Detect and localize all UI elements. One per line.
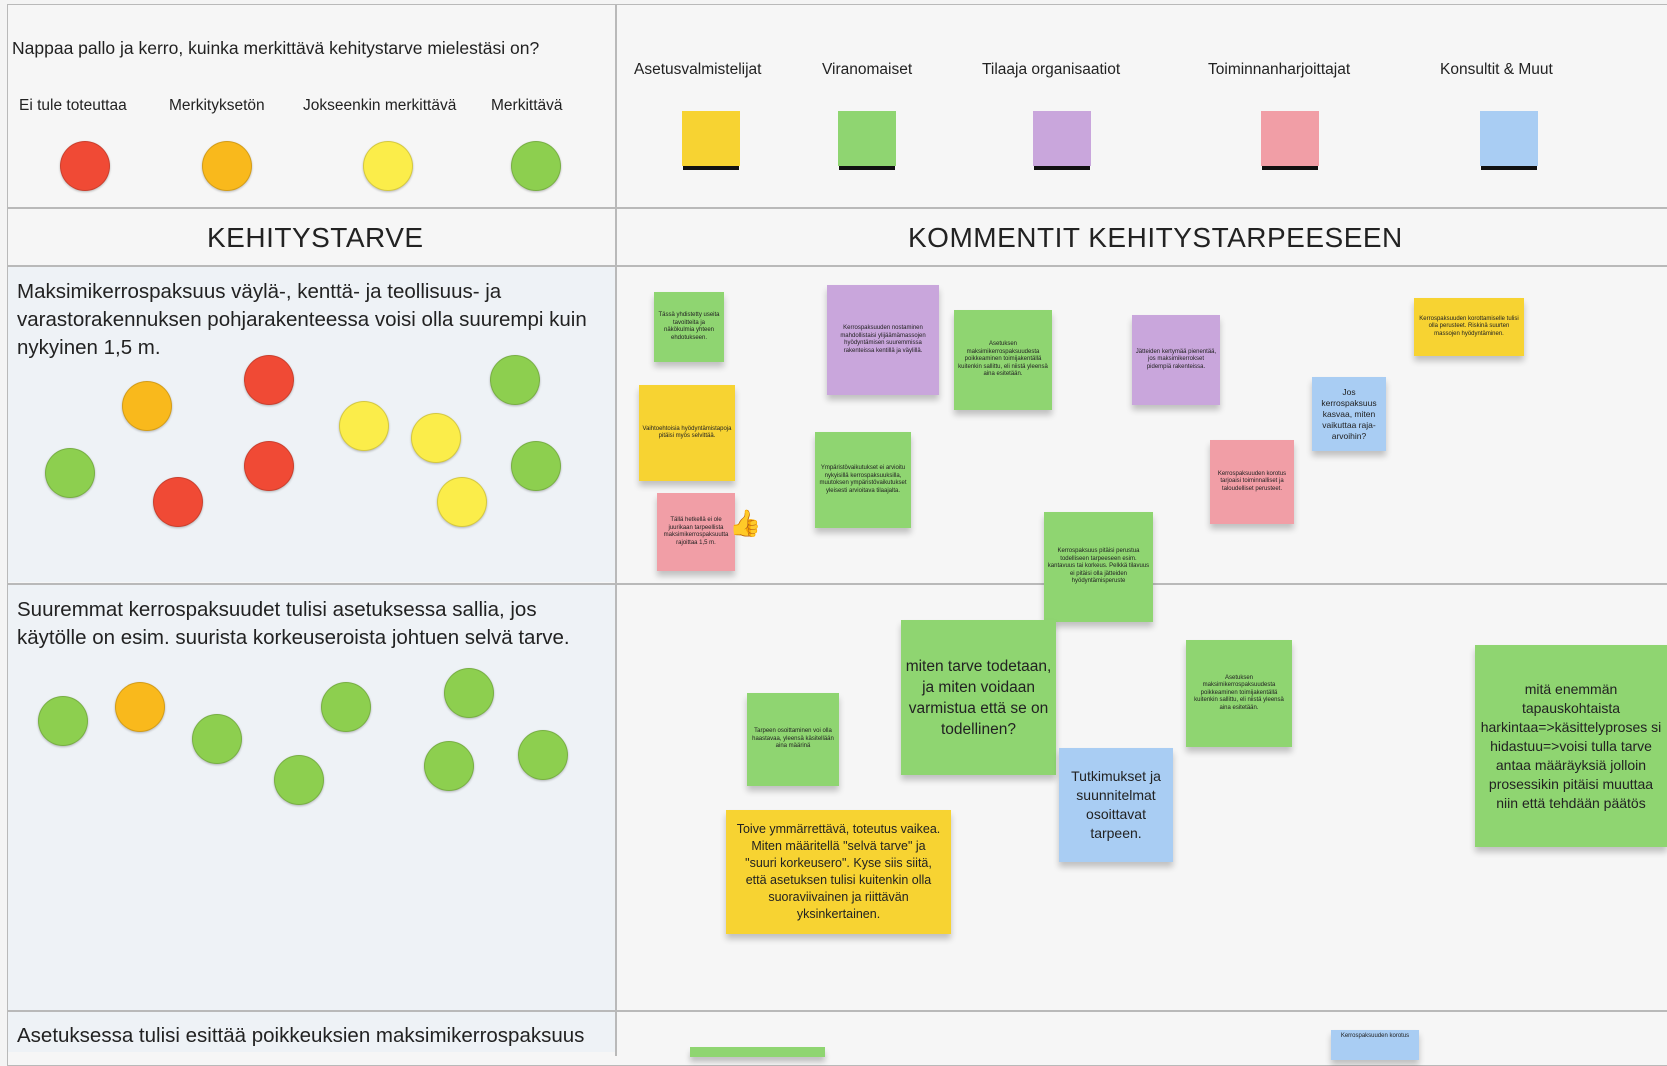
grid-divider bbox=[615, 4, 617, 1056]
grid-line bbox=[7, 1010, 1667, 1012]
scale-ball-yellow[interactable] bbox=[363, 141, 413, 191]
column-title-kehitystarve: KEHITYSTARVE bbox=[207, 222, 424, 253]
legend-label-asetusvalmistelijat: Asetusvalmistelijat bbox=[634, 61, 762, 78]
vote-ball-green[interactable] bbox=[444, 668, 494, 718]
sticky-note[interactable]: Kerrospaksuus pitäisi perustua todellise… bbox=[1044, 512, 1153, 622]
vote-ball-red[interactable] bbox=[153, 477, 203, 527]
vote-ball-green[interactable] bbox=[45, 448, 95, 498]
legend-label-konsultit-muut: Konsultit & Muut bbox=[1440, 61, 1553, 78]
grid-line bbox=[7, 583, 1667, 585]
need-cell-1 bbox=[8, 266, 615, 582]
legend-note-purple[interactable] bbox=[1033, 111, 1091, 166]
sticky-note[interactable]: Tutkimukset ja suunnitelmat osoittavat t… bbox=[1059, 748, 1173, 862]
legend-note-yellow[interactable] bbox=[682, 111, 740, 166]
need-text-3: Asetuksessa tulisi esittää poikkeuksien … bbox=[17, 1024, 585, 1047]
vote-ball-green[interactable] bbox=[38, 696, 88, 746]
sticky-note[interactable]: miten tarve todetaan, ja miten voidaan v… bbox=[901, 620, 1056, 775]
sticky-note[interactable]: Ympäristövaikutukset ei arvioitu nykyisi… bbox=[815, 432, 911, 528]
vote-ball-green[interactable] bbox=[424, 741, 474, 791]
grid-line bbox=[7, 265, 1667, 267]
column-title-kommentit: KOMMENTIT KEHITYSTARPEESEEN bbox=[908, 222, 1403, 253]
sticky-note[interactable]: Tarpeen osoittaminen voi olla haastavaa,… bbox=[747, 693, 839, 786]
sticky-note[interactable] bbox=[690, 1047, 825, 1057]
sticky-note[interactable]: Tässä yhdistetty useita tavoitteita ja n… bbox=[654, 292, 724, 362]
vote-ball-green[interactable] bbox=[321, 682, 371, 732]
vote-ball-yellow[interactable] bbox=[437, 477, 487, 527]
scale-label-merkitykseton: Merkityksetön bbox=[169, 97, 265, 114]
legend-label-tilaaja-organisaatiot: Tilaaja organisaatiot bbox=[982, 61, 1121, 78]
vote-ball-green[interactable] bbox=[518, 730, 568, 780]
sticky-note[interactable]: Kerrospaksuuden korotus bbox=[1331, 1030, 1419, 1060]
sticky-note[interactable]: Kerrospaksuuden korottamiselle tulisi ol… bbox=[1414, 298, 1524, 356]
vote-ball-green[interactable] bbox=[511, 441, 561, 491]
vote-ball-orange[interactable] bbox=[122, 381, 172, 431]
sticky-note[interactable]: Kerrospaksuuden nostaminen mahdollistais… bbox=[827, 285, 939, 395]
sticky-note[interactable]: Toive ymmärrettävä, toteutus vaikea. Mit… bbox=[726, 810, 951, 934]
sticky-note[interactable]: Asetuksen maksimikerrospaksuudesta poikk… bbox=[1186, 640, 1292, 747]
sticky-note[interactable]: Jätteiden kertymää pienentää, jos maksim… bbox=[1132, 315, 1220, 405]
sticky-note[interactable]: mitä enemmän tapauskohtaista harkintaa=>… bbox=[1475, 645, 1667, 847]
need-text-1: Maksimikerrospaksuus väylä-, kenttä- ja … bbox=[17, 280, 587, 359]
vote-ball-orange[interactable] bbox=[115, 682, 165, 732]
legend-note-green[interactable] bbox=[838, 111, 896, 166]
vote-question: Nappaa pallo ja kerro, kuinka merkittävä… bbox=[12, 38, 540, 58]
legend-label-toiminnanharjoittajat: Toiminnanharjoittajat bbox=[1208, 61, 1351, 78]
sticky-note[interactable]: Jos kerrospaksuus kasvaa, miten vaikutta… bbox=[1312, 377, 1386, 451]
sticky-note[interactable]: Asetuksen maksimikerrospaksuudesta poikk… bbox=[954, 310, 1052, 410]
scale-label-merkittava: Merkittävä bbox=[491, 97, 563, 114]
thumbs-up-icon[interactable]: 👍 bbox=[729, 508, 762, 538]
vote-ball-red[interactable] bbox=[244, 355, 294, 405]
scale-ball-green[interactable] bbox=[511, 141, 561, 191]
vote-ball-red[interactable] bbox=[244, 441, 294, 491]
grid-line bbox=[7, 207, 1667, 209]
scale-ball-red[interactable] bbox=[60, 141, 110, 191]
sticky-note[interactable]: Tällä hetkellä ei ole juurikaan tarpeell… bbox=[657, 493, 735, 571]
scale-label-jokseenkin-merkittava: Jokseenkin merkittävä bbox=[303, 97, 457, 114]
vote-ball-yellow[interactable] bbox=[411, 413, 461, 463]
vote-ball-green[interactable] bbox=[490, 355, 540, 405]
legend-note-blue[interactable] bbox=[1480, 111, 1538, 166]
vote-ball-yellow[interactable] bbox=[339, 401, 389, 451]
sticky-note[interactable]: Kerrospaksuuden korotus tarjoaisi toimin… bbox=[1210, 440, 1294, 524]
legend-label-viranomaiset: Viranomaiset bbox=[822, 61, 913, 78]
vote-ball-green[interactable] bbox=[192, 714, 242, 764]
need-text-2: Suuremmat kerrospaksuudet tulisi asetuks… bbox=[17, 598, 570, 649]
need-cell-3 bbox=[8, 1012, 615, 1052]
sticky-note[interactable]: Vaihtoehtoisia hyödyntämistapoja pitäisi… bbox=[639, 385, 735, 481]
legend-note-pink[interactable] bbox=[1261, 111, 1319, 166]
vote-ball-green[interactable] bbox=[274, 755, 324, 805]
scale-ball-orange[interactable] bbox=[202, 141, 252, 191]
scale-label-ei-tule-toteuttaa: Ei tule toteuttaa bbox=[19, 97, 127, 114]
